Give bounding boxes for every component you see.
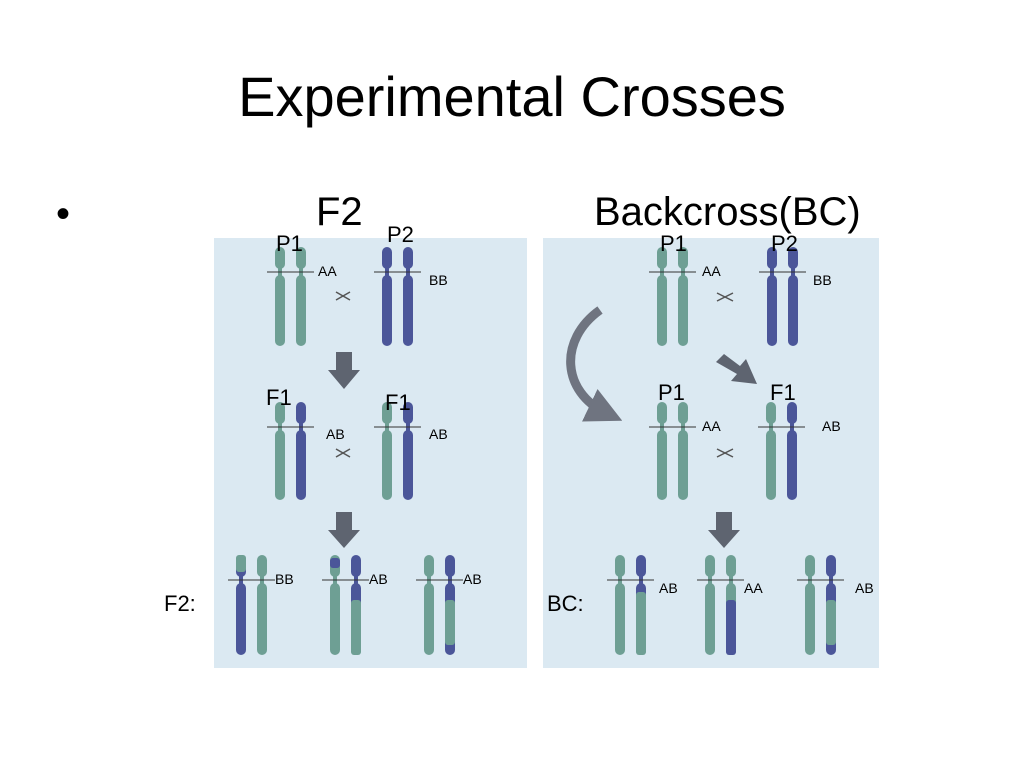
chromosome (351, 555, 361, 655)
heading-backcross: Backcross(BC) (594, 190, 861, 234)
bc-p2-genotype: BB (813, 272, 832, 288)
chromosome (445, 555, 455, 655)
f2-p2-genotype: BB (429, 272, 448, 288)
chromosome (330, 555, 340, 655)
f2-p1-label: P1 (276, 231, 303, 256)
f2-f1-right-label: F1 (385, 390, 411, 415)
bullet: • (56, 192, 71, 236)
f2-p2-label: P2 (387, 222, 414, 247)
f2-f1-left-genotype: AB (326, 426, 345, 442)
chromosome (826, 555, 836, 655)
bc-p1b-genotype: AA (702, 418, 721, 434)
heading-f2: F2 (316, 190, 363, 234)
bc-f1-label: F1 (770, 380, 796, 405)
chromosome (678, 402, 688, 500)
chromosome (678, 247, 688, 346)
slide-title: Experimental Crosses (238, 65, 786, 128)
chromosome (805, 555, 815, 655)
chromosome (615, 555, 625, 655)
chromosome (296, 402, 306, 500)
bc-f1-genotype: AB (822, 418, 841, 434)
chromosome (236, 555, 246, 655)
chromosome (636, 555, 646, 655)
f2-f1-left-label: F1 (266, 385, 292, 410)
bc-p1-genotype: AA (702, 263, 721, 279)
down-arrow-icon (328, 352, 740, 548)
bc-p1-label: P1 (660, 231, 687, 256)
chromosome (382, 247, 392, 346)
bc-offspring-genotype-3: AB (855, 580, 874, 596)
chromosome (726, 555, 736, 655)
chromosome (767, 247, 777, 346)
chromosome (657, 402, 667, 500)
bc-p1b-label: P1 (658, 380, 685, 405)
bc-offspring-genotype-2: AA (744, 580, 763, 596)
chromosome (424, 555, 434, 655)
chromosome (403, 402, 413, 500)
f2-offspring-genotype-2: AB (369, 571, 388, 587)
curved-arrow-icon (566, 306, 623, 422)
bc-offspring-label: BC: (547, 591, 584, 616)
chromosome (257, 555, 267, 655)
f2-offspring-genotype-3: AB (463, 571, 482, 587)
f2-p1-genotype: AA (318, 263, 337, 279)
chromosome (403, 247, 413, 346)
chromosome (705, 555, 715, 655)
chromosome (657, 247, 667, 346)
f2-f1-right-genotype: AB (429, 426, 448, 442)
chromosome (275, 247, 285, 346)
diagonal-arrow-icon (716, 354, 757, 384)
chromosome (296, 247, 306, 346)
bc-p2-label: P2 (771, 231, 798, 256)
chromosome (382, 402, 392, 500)
chromosome (788, 247, 798, 346)
bc-offspring-genotype-1: AB (659, 580, 678, 596)
chromosome (275, 402, 285, 500)
f2-offspring-label: F2: (164, 591, 196, 616)
chromosome (766, 402, 776, 500)
chromosome (787, 402, 797, 500)
f2-offspring-genotype-1: BB (275, 571, 294, 587)
cross-icon (335, 291, 734, 458)
